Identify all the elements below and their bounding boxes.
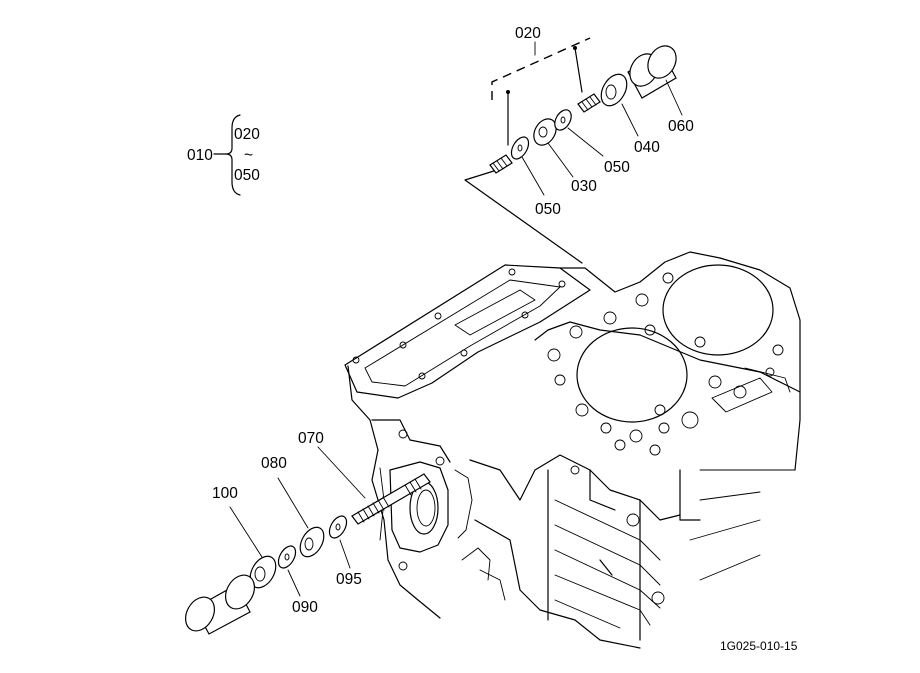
part-080-nut [299, 526, 325, 558]
part-cap-tube [184, 574, 256, 635]
part-050-washer-upper [554, 109, 572, 131]
label-050-lower: 050 [535, 201, 561, 218]
label-095: 095 [336, 571, 362, 588]
part-090-washer [277, 545, 297, 569]
part-050-washer-lower [510, 136, 530, 160]
part-060-cap [627, 45, 677, 99]
label-060: 060 [668, 118, 694, 135]
part-095-washer [328, 515, 348, 539]
label-100: 100 [212, 485, 238, 502]
label-010: 010 [187, 147, 213, 164]
lower-leaders [229, 446, 366, 597]
label-020: 020 [515, 25, 541, 42]
label-range-from: 020 [234, 126, 260, 143]
assembly-leader-line [464, 169, 583, 264]
engine-block [344, 251, 801, 649]
part-040-cap-nut [600, 73, 628, 107]
assembly-020-bracket [491, 37, 591, 146]
label-080: 080 [261, 455, 287, 472]
assembly-010-group [213, 114, 241, 196]
label-050-upper: 050 [604, 159, 630, 176]
part-030-nut [533, 118, 557, 146]
upper-leaders [521, 79, 683, 196]
part-070-stud [351, 473, 431, 525]
label-range-to: 050 [234, 167, 260, 184]
label-090: 090 [292, 599, 318, 616]
part-050-stud-lower [489, 154, 513, 174]
label-range-tilde: ~ [244, 147, 253, 164]
figure-reference: 1G025-010-15 [720, 639, 798, 653]
label-040: 040 [634, 139, 660, 156]
label-070: 070 [298, 430, 324, 447]
label-030: 030 [571, 178, 597, 195]
part-050-stud-upper [577, 93, 601, 113]
